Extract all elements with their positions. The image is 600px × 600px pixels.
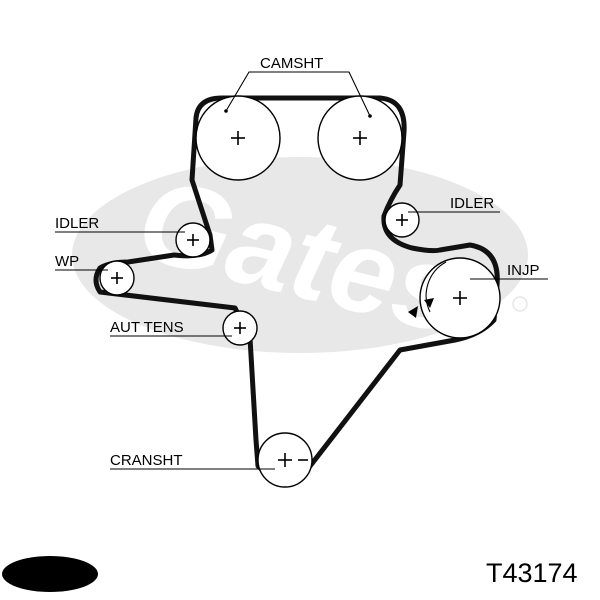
logo-text: Gates (17, 562, 84, 589)
leader-lines (55, 71, 548, 470)
label-idler-left: IDLER (55, 215, 99, 232)
injection-pump-pulley (408, 257, 501, 339)
auto-tensioner-pulley (222, 310, 258, 346)
part-number: T43174 (486, 558, 578, 588)
label-cranksht: CRANSHT (110, 452, 183, 469)
label-wp: WP (55, 253, 79, 270)
idler-pulley-left (175, 222, 211, 258)
water-pump-pulley (99, 260, 135, 296)
camshaft-pulley-right (317, 95, 403, 181)
label-aut-tens: AUT TENS (110, 319, 184, 336)
gates-logo: Gates (2, 556, 98, 592)
label-camsht: CAMSHT (260, 55, 323, 72)
timing-mark-icon (424, 298, 434, 308)
label-injp: INJP (507, 262, 540, 279)
rotation-arrow-icon (408, 306, 418, 318)
crankshaft-pulley (257, 432, 313, 488)
label-idler-right: IDLER (450, 195, 494, 212)
idler-pulley-right (384, 202, 420, 238)
camshaft-pulley-left (195, 95, 281, 181)
